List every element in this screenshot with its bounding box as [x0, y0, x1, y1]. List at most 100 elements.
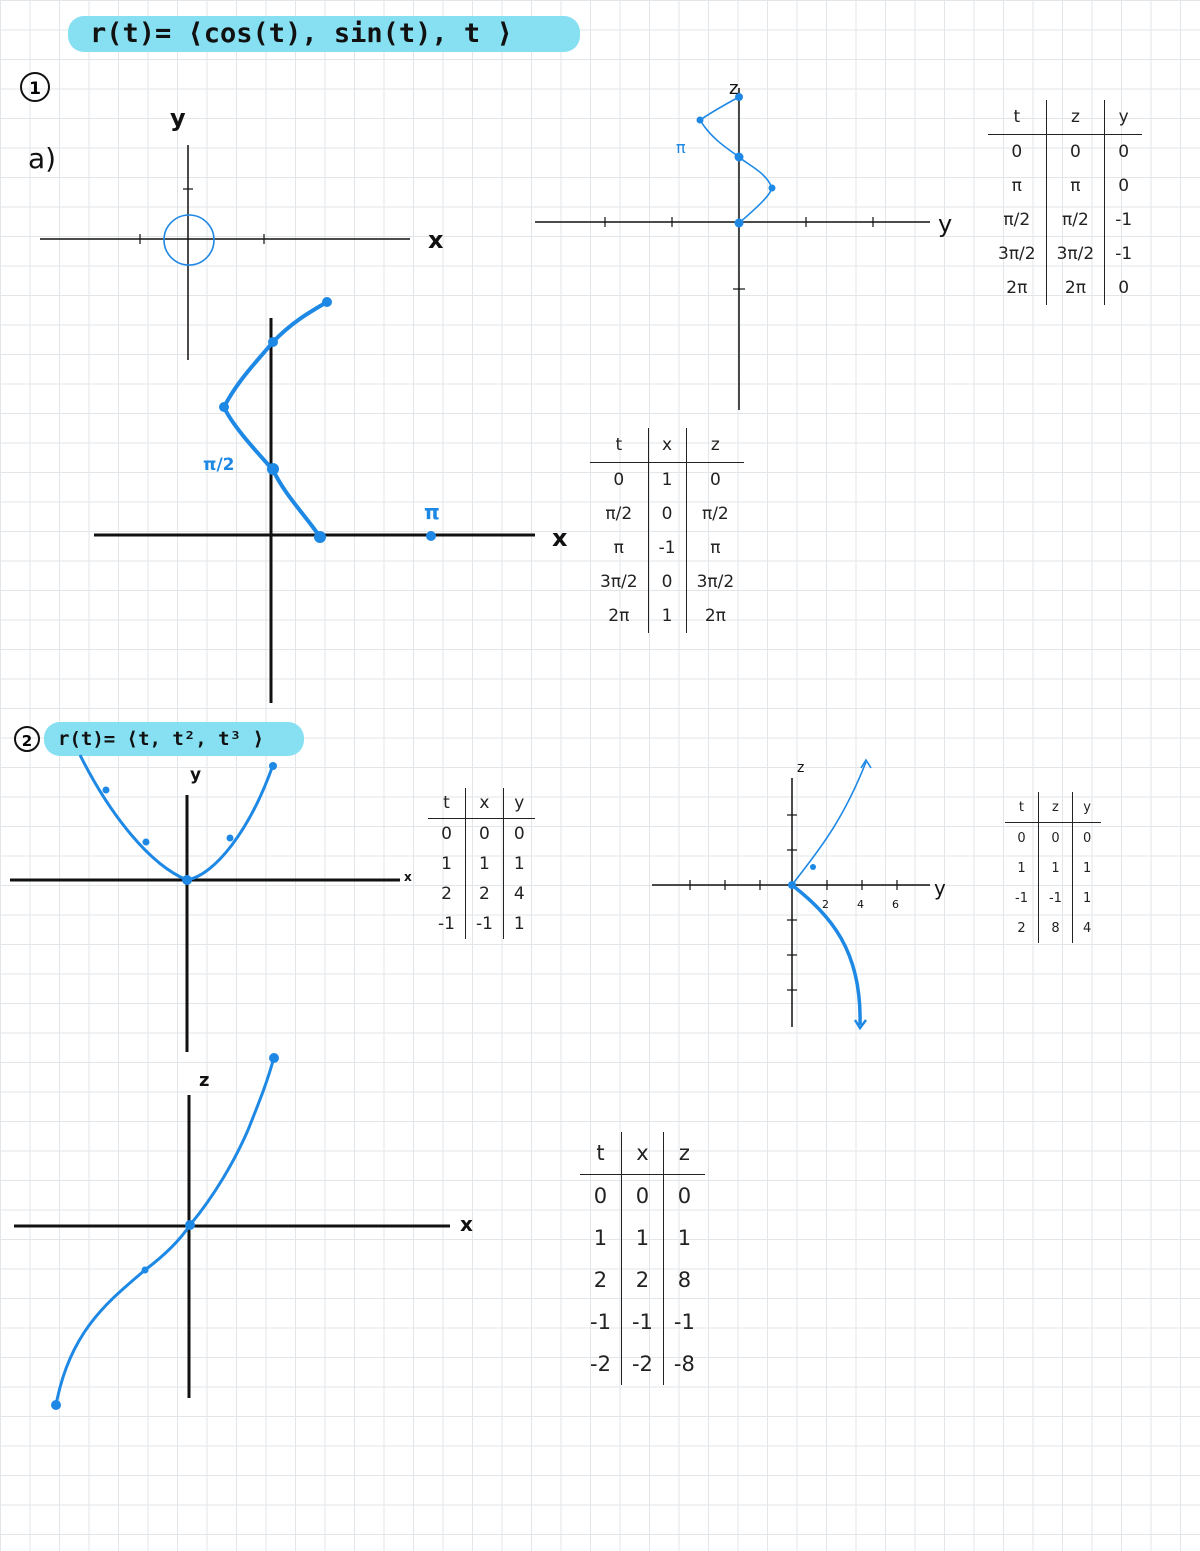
table-header-cell: z	[1046, 100, 1106, 135]
table-cell: 1	[648, 599, 687, 633]
problem2-number: 2	[14, 726, 40, 752]
table-cell: 0	[1038, 822, 1073, 853]
table-header-cell: y	[503, 788, 535, 819]
table-cell: π	[710, 538, 721, 558]
table-cell: 0	[1046, 134, 1106, 169]
table-cell: -1	[580, 1301, 622, 1343]
table-cell: -1	[1115, 210, 1133, 230]
table-cell: 0	[580, 1174, 622, 1217]
table-cell: -1	[465, 909, 504, 939]
table-cell: 0	[513, 824, 525, 844]
table-cell: 1	[648, 462, 687, 497]
table-header-cell: t	[428, 788, 466, 819]
table-cell: 2π	[988, 271, 1047, 305]
table-header-cell: y	[1072, 792, 1102, 823]
table-cell: 8	[1038, 913, 1073, 943]
problem2-xz-x-label: x	[460, 1212, 473, 1236]
table-cell: -1	[428, 909, 466, 939]
table-cell: π	[1046, 169, 1106, 203]
table-cell: 1	[677, 1226, 692, 1250]
table-row: -1-1 1	[428, 909, 535, 939]
problem2-xy-y-label: y	[190, 765, 202, 785]
table-header-cell: z	[1038, 792, 1073, 823]
curve-yz-upper	[791, 761, 867, 886]
problem1-xz-label-pi-half: π/2	[203, 455, 235, 475]
problem2-yz-tick-6: 6	[892, 898, 899, 911]
table-cell: 0	[988, 134, 1047, 169]
table-cell: -1	[648, 531, 687, 565]
table-cell: 0	[428, 818, 466, 849]
table-cell: π/2	[988, 203, 1047, 237]
table-cell: 2	[465, 879, 504, 909]
table-cell: 1	[513, 854, 525, 874]
problem2-xy-x-label: x	[404, 870, 412, 884]
table-cell: 1	[1082, 860, 1092, 876]
table-cell: 1	[1005, 853, 1039, 883]
table-cell: 1	[580, 1217, 622, 1259]
problem1-xz-x-label: x	[552, 524, 568, 552]
table-cell: 2π	[704, 606, 726, 626]
table-header-cell: z	[663, 1132, 705, 1175]
table-cell: 2	[1005, 913, 1039, 943]
table-header-cell: x	[648, 428, 687, 463]
table-row: -1-1-1	[580, 1301, 705, 1343]
table-cell: -1	[1038, 883, 1073, 913]
table-cell: -1	[1005, 883, 1039, 913]
table-header-cell: t	[1005, 792, 1039, 823]
table-header-cell: y	[1104, 100, 1143, 135]
problem1-yz-y-label: y	[938, 210, 953, 238]
table-cell: -2	[621, 1343, 664, 1385]
table-cell: π	[988, 169, 1047, 203]
table-cell: 0	[1118, 142, 1130, 162]
table-cell: 3π/2	[1046, 237, 1106, 271]
problem1-xy-x-label: x	[428, 226, 444, 254]
table-header-cell: t	[988, 100, 1047, 135]
curve-yz-lower	[790, 883, 862, 1026]
table-cell: -1	[1115, 244, 1133, 264]
table-cell: π/2	[1046, 203, 1106, 237]
table-cell: 0	[1082, 830, 1092, 846]
problem2-title: r(t)= ⟨t, t², t³ ⟩	[44, 722, 304, 756]
table-cell: π/2	[590, 497, 649, 531]
problem2-yz-y-label: y	[934, 876, 946, 900]
table-cell: 0	[648, 565, 687, 599]
table-cell: 1	[621, 1217, 664, 1259]
table-cell: -8	[673, 1352, 695, 1376]
table-cell: 1	[465, 849, 504, 879]
problem1-number: 1	[20, 72, 50, 102]
table-cell: 1	[513, 914, 525, 934]
table-cell: 2	[428, 879, 466, 909]
table-header-cell: t	[580, 1132, 622, 1175]
cubic-xz-curve	[54, 1056, 276, 1406]
problem1-part-label: a)	[28, 142, 57, 175]
problem1-title: r(t)= ⟨cos(t), sin(t), t ⟩	[68, 16, 580, 52]
problem2-yz-tick-2: 2	[822, 898, 829, 911]
table-header-cell: x	[621, 1132, 664, 1175]
table-cell: 0	[590, 462, 649, 497]
table-cell: 0	[465, 818, 504, 849]
table-cell: 2π	[1046, 271, 1106, 305]
table-row: -2-2-8	[580, 1343, 705, 1385]
